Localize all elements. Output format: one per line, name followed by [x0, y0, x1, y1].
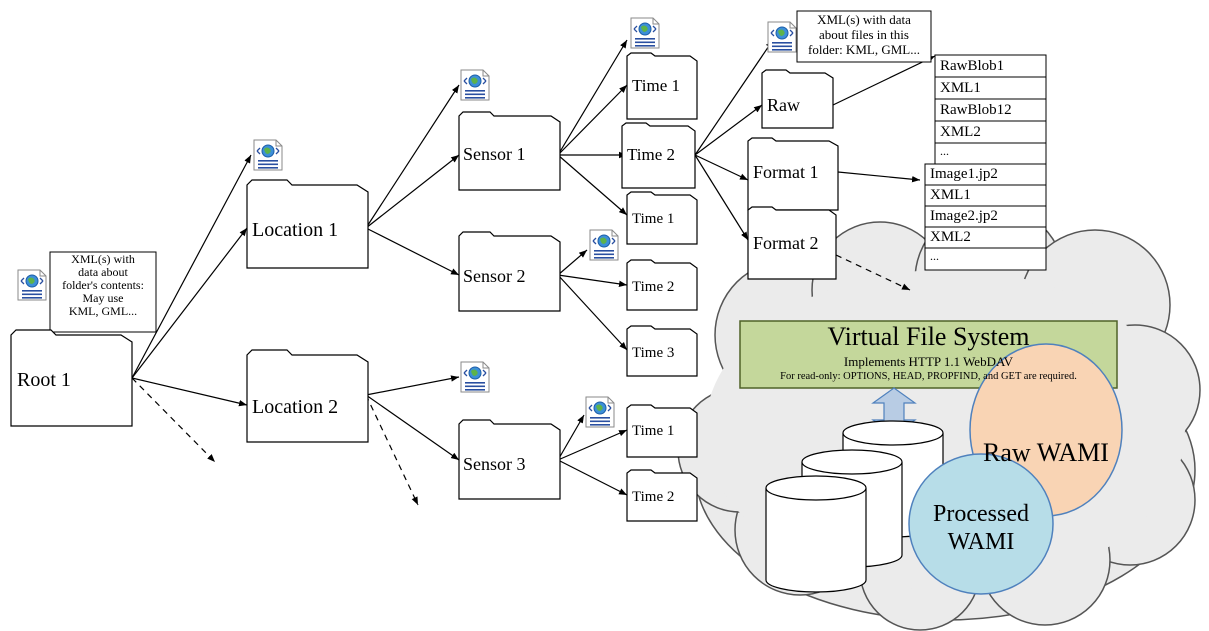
raw-files-table [934, 54, 1047, 166]
folder-s1-time-1b[interactable] [626, 191, 698, 245]
note-line: KML, GML... [68, 304, 138, 318]
note-line: May use [82, 291, 124, 305]
folder-label-s3-time-1: Time 1 [632, 423, 675, 439]
folder-label-format-1: Format 1 [753, 162, 819, 182]
folder-label-s1-time-1b: Time 1 [632, 211, 675, 227]
folder-label-s2-time-2: Time 2 [632, 279, 675, 295]
format-xml-note [796, 10, 932, 63]
format-file-cell: XML2 [930, 229, 971, 245]
note-line: XML(s) with data [817, 12, 911, 27]
note-line: XML(s) with [71, 252, 135, 266]
folder-label-location-1: Location 1 [252, 219, 339, 241]
xml-document-icon [460, 69, 490, 101]
format-xml-note-text: XML(s) with data about files in this fol… [798, 12, 930, 57]
raw-wami-label: Raw WAMI [983, 438, 1109, 467]
xml-document-icon [585, 396, 615, 428]
folder-label-root-1: Root 1 [17, 369, 71, 391]
folder-label-s2-time-3: Time 3 [632, 345, 675, 361]
folder-label-raw: Raw [767, 95, 800, 115]
root-xml-note [49, 251, 157, 333]
format-files-table [924, 163, 1047, 271]
folder-location-2[interactable] [246, 349, 369, 443]
raw-file-cell: RawBlob12 [940, 102, 1012, 118]
folder-s3-time-1[interactable] [626, 404, 698, 458]
note-line: folder's contents: [62, 278, 144, 292]
xml-document-icon [630, 17, 660, 49]
folder-s3-time-2[interactable] [626, 469, 698, 522]
note-line: about files in this [819, 27, 909, 42]
folder-s1-time-2[interactable] [621, 122, 696, 189]
xml-document-icon [767, 21, 797, 53]
folder-sensor-1[interactable] [458, 111, 561, 191]
folder-label-s1-time-1: Time 1 [632, 76, 681, 95]
xml-document-icon [589, 229, 619, 261]
note-line: folder: KML, GML... [808, 42, 920, 57]
processed-wami-oval [908, 453, 1054, 595]
folder-s2-time-2[interactable] [626, 259, 698, 311]
note-line: data about [78, 265, 128, 279]
vfs-subtitle: Implements HTTP 1.1 WebDAV [843, 354, 1014, 369]
folder-raw[interactable] [761, 69, 834, 129]
folder-format-2[interactable] [747, 206, 837, 280]
folder-label-sensor-2: Sensor 2 [463, 266, 526, 286]
processed-wami-label-line1: Processed [933, 501, 1029, 527]
folder-label-location-2: Location 2 [252, 396, 339, 418]
format-file-cell: XML1 [930, 187, 971, 203]
format-file-cell: ... [930, 249, 939, 263]
raw-file-cell: RawBlob1 [940, 58, 1005, 74]
root-xml-note-text: XML(s) with data about folder's contents… [51, 253, 155, 318]
format-file-cell: Image1.jp2 [930, 166, 998, 182]
raw-file-cell: ... [940, 144, 949, 158]
folder-sensor-3[interactable] [458, 419, 561, 500]
folder-label-format-2: Format 2 [753, 233, 819, 253]
xml-document-icon [17, 269, 47, 301]
raw-file-cell: XML1 [940, 80, 981, 96]
vfs-title: Virtual File System [827, 322, 1030, 351]
format-file-cell: Image2.jp2 [930, 208, 998, 224]
folder-label-s1-time-2: Time 2 [627, 145, 676, 164]
folder-sensor-2[interactable] [458, 231, 561, 312]
database-cylinder-icon [765, 475, 867, 593]
vfs-note: For read-only: OPTIONS, HEAD, PROPFIND, … [780, 371, 1077, 382]
folder-label-sensor-3: Sensor 3 [463, 454, 526, 474]
folder-s1-time-1[interactable] [626, 52, 698, 120]
folder-label-s3-time-2: Time 2 [632, 489, 675, 505]
xml-document-icon [253, 139, 283, 171]
folder-location-1[interactable] [246, 179, 369, 269]
xml-document-icon [460, 361, 490, 393]
folder-s2-time-3[interactable] [626, 325, 698, 377]
folder-label-sensor-1: Sensor 1 [463, 144, 526, 164]
folder-root-1[interactable] [10, 329, 133, 427]
raw-file-cell: XML2 [940, 124, 981, 140]
processed-wami-label-line2: WAMI [947, 529, 1015, 555]
